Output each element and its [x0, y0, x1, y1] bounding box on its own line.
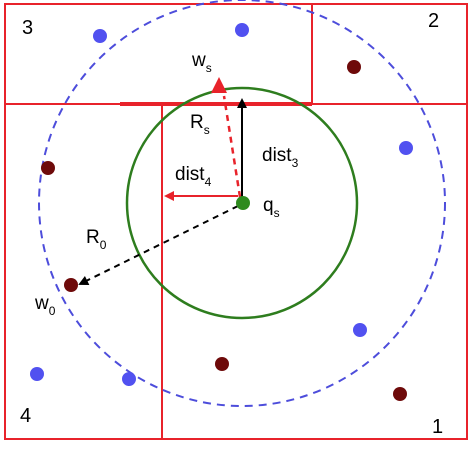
data-point — [235, 23, 249, 37]
query-point — [236, 196, 250, 210]
dist3-label-base: dist — [262, 145, 292, 166]
cell-label-3: 3 — [22, 17, 33, 39]
cell-label-1: 1 — [432, 416, 443, 438]
data-point — [393, 387, 407, 401]
outer-frame — [4, 3, 468, 440]
data-point — [399, 141, 413, 155]
dist3-label-sub: 3 — [292, 156, 299, 170]
w0-label: w0 — [34, 293, 56, 318]
rs-label-base: R — [190, 112, 204, 133]
dark-points — [41, 60, 407, 401]
rs-label: Rs — [190, 112, 210, 137]
cell-label-2: 2 — [428, 10, 439, 32]
qs-label: qs — [263, 195, 280, 220]
outer-range-circle — [38, 0, 446, 407]
r0-label-base: R — [86, 227, 100, 248]
dist3-label: dist3 — [262, 145, 299, 170]
data-point — [93, 29, 107, 43]
data-point — [215, 357, 229, 371]
ws-label-base: w — [191, 50, 206, 71]
data-point — [41, 161, 55, 175]
w0-point — [64, 278, 78, 292]
qs-label-base: q — [263, 195, 274, 216]
ws-triangle — [211, 77, 227, 93]
rs-label-sub: s — [204, 123, 210, 137]
grid-lines — [4, 3, 468, 440]
cell-label-4: 4 — [20, 405, 31, 427]
inner-range-circle — [125, 86, 359, 320]
r0-arrow — [78, 205, 239, 285]
r0-label-sub: 0 — [100, 238, 107, 252]
ws-label-sub: s — [206, 61, 212, 75]
data-point — [122, 372, 136, 386]
data-point — [347, 60, 361, 74]
r0-label: R0 — [86, 227, 107, 252]
rs-arrow — [222, 95, 242, 198]
qs-label-sub: s — [274, 206, 280, 220]
dist4-label-sub: 4 — [205, 175, 212, 189]
dist4-label: dist4 — [175, 164, 212, 189]
blue-points — [30, 23, 413, 386]
data-point — [353, 323, 367, 337]
w0-label-sub: 0 — [49, 304, 56, 318]
data-point — [30, 367, 44, 381]
dist4-label-base: dist — [175, 164, 205, 185]
ws-label: ws — [191, 50, 212, 75]
w0-label-base: w — [34, 293, 49, 314]
